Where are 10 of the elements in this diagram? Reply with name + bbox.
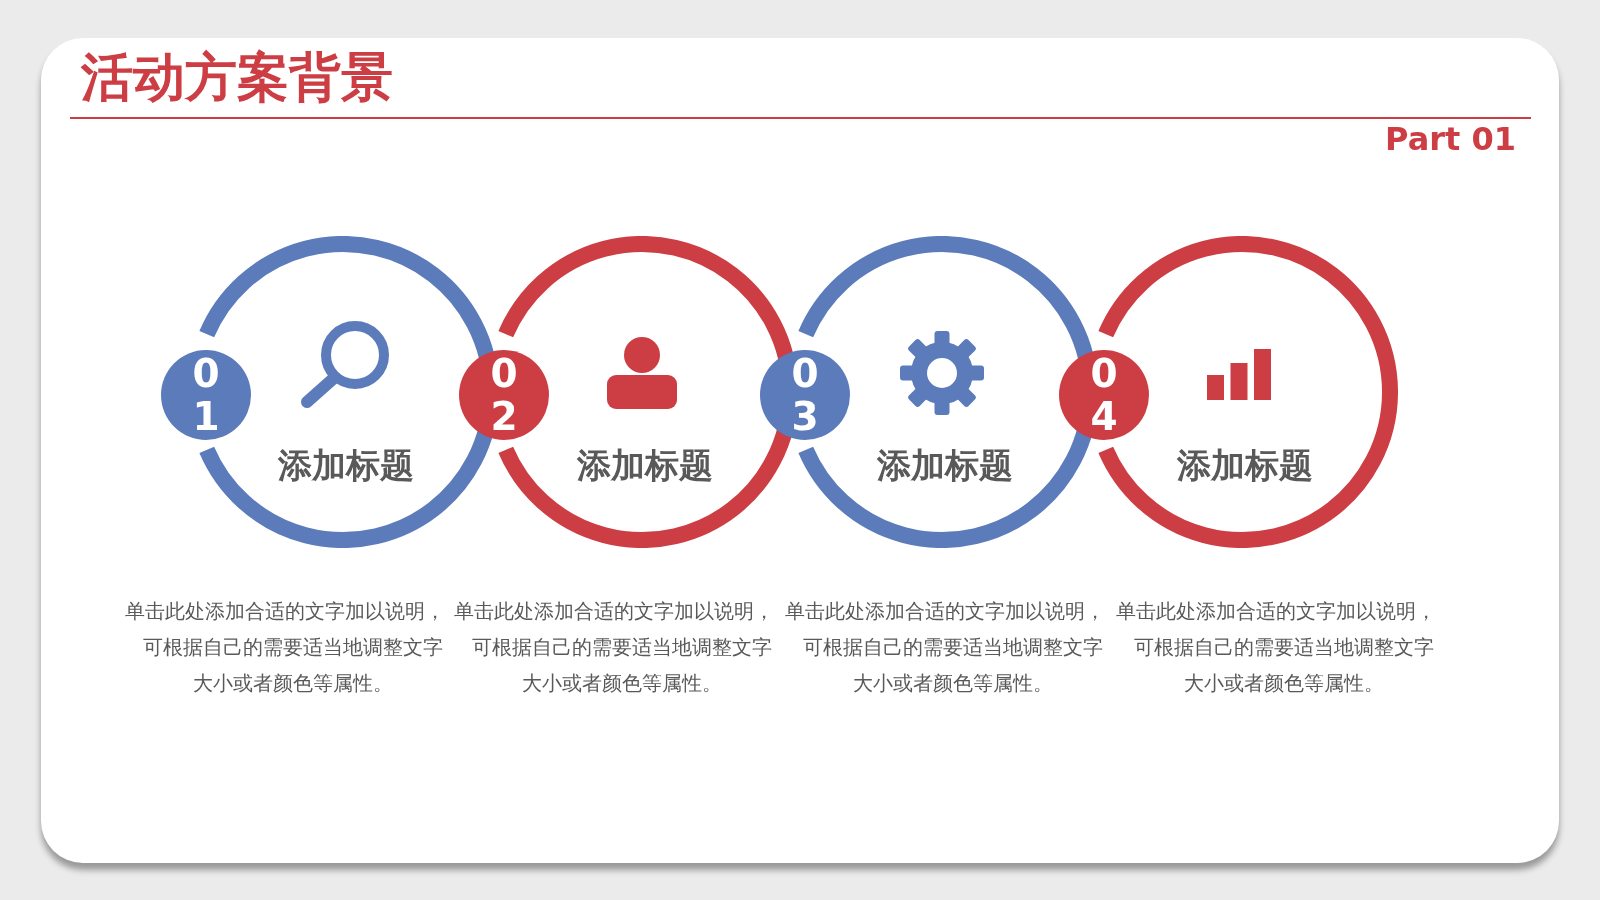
title: 活动方案背景 xyxy=(81,46,393,109)
section-label: Part 01 xyxy=(1385,119,1516,159)
heading: 添加标题 xyxy=(278,445,414,485)
heading: 添加标题 xyxy=(877,445,1013,485)
heading: 添加标题 xyxy=(577,445,713,485)
description-text: 单击此处添加合适的文字加以说明，可根据自己的需要适当地调整文字大小或者颜色等属性。 xyxy=(1115,599,1437,697)
heading: 添加标题 xyxy=(1177,445,1313,485)
description-text: 单击此处添加合适的文字加以说明，可根据自己的需要适当地调整文字大小或者颜色等属性。 xyxy=(124,599,446,697)
description-text: 单击此处添加合适的文字加以说明，可根据自己的需要适当地调整文字大小或者颜色等属性。 xyxy=(453,599,775,697)
description-text: 单击此处添加合适的文字加以说明，可根据自己的需要适当地调整文字大小或者颜色等属性。 xyxy=(784,599,1106,697)
